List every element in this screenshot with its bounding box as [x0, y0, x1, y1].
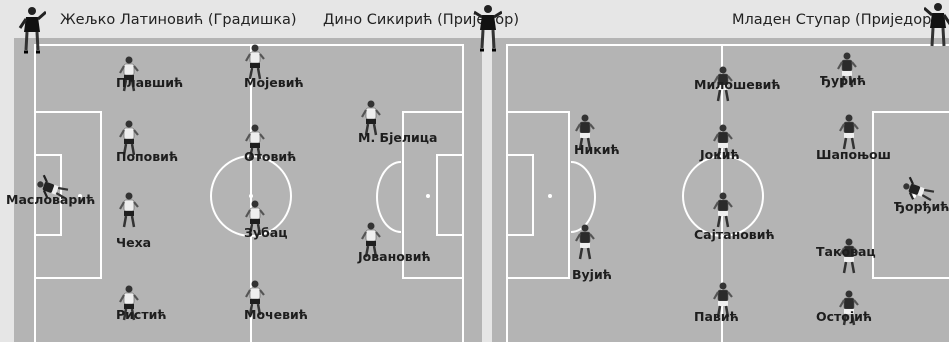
left-goal-area-b — [436, 154, 464, 236]
player-name-right-4: Сајтановић — [694, 227, 775, 242]
referee-3-figure — [924, 2, 949, 54]
player-name-right-1: Вујић — [572, 267, 612, 282]
player-name-right-3: Јокић — [700, 147, 740, 162]
player-name-left-1: Плавшић — [116, 75, 183, 90]
player-name-right-8: Таковац — [816, 244, 876, 259]
player-name-left-4: Ристић — [116, 307, 167, 322]
player-name-left-10: Јовановић — [358, 249, 431, 264]
player-name-right-2: Милошевић — [694, 77, 781, 92]
player-name-right-10: Ђорђић — [894, 199, 949, 214]
left-penalty-spot-b — [426, 194, 430, 198]
referee-1-figure — [18, 6, 46, 58]
player-name-right-5: Павић — [694, 309, 739, 324]
player-name-left-5: Мојевић — [244, 75, 304, 90]
referee-1-name: Жељко Латиновић (Градишка) — [60, 12, 297, 28]
player-figure-left-3 — [118, 192, 140, 230]
player-name-left-2: Поповић — [116, 149, 178, 164]
player-figure-right-4 — [712, 192, 734, 230]
left-center-spot — [249, 194, 253, 198]
player-name-left-7: Зубац — [244, 225, 287, 240]
referee-2-figure — [474, 4, 502, 56]
player-name-left-9: М. Бјелица — [358, 130, 437, 145]
player-name-left-8: Мочевић — [244, 307, 308, 322]
player-name-right-6: Ђурић — [820, 73, 866, 88]
referee-3-name: Младен Ступар (Приједор). — [732, 12, 942, 28]
right-goal-area-a — [506, 154, 534, 236]
right-penalty-spot-a — [548, 194, 552, 198]
player-name-left-0: Масловарић — [6, 192, 95, 207]
player-name-right-7: Шапоњош — [816, 147, 891, 162]
player-figure-right-1 — [574, 224, 596, 262]
player-name-right-9: Остојић — [816, 309, 872, 324]
player-name-left-6: Отовић — [244, 149, 296, 164]
player-name-right-0: Никић — [574, 142, 620, 157]
player-name-left-3: Чеха — [116, 235, 151, 250]
